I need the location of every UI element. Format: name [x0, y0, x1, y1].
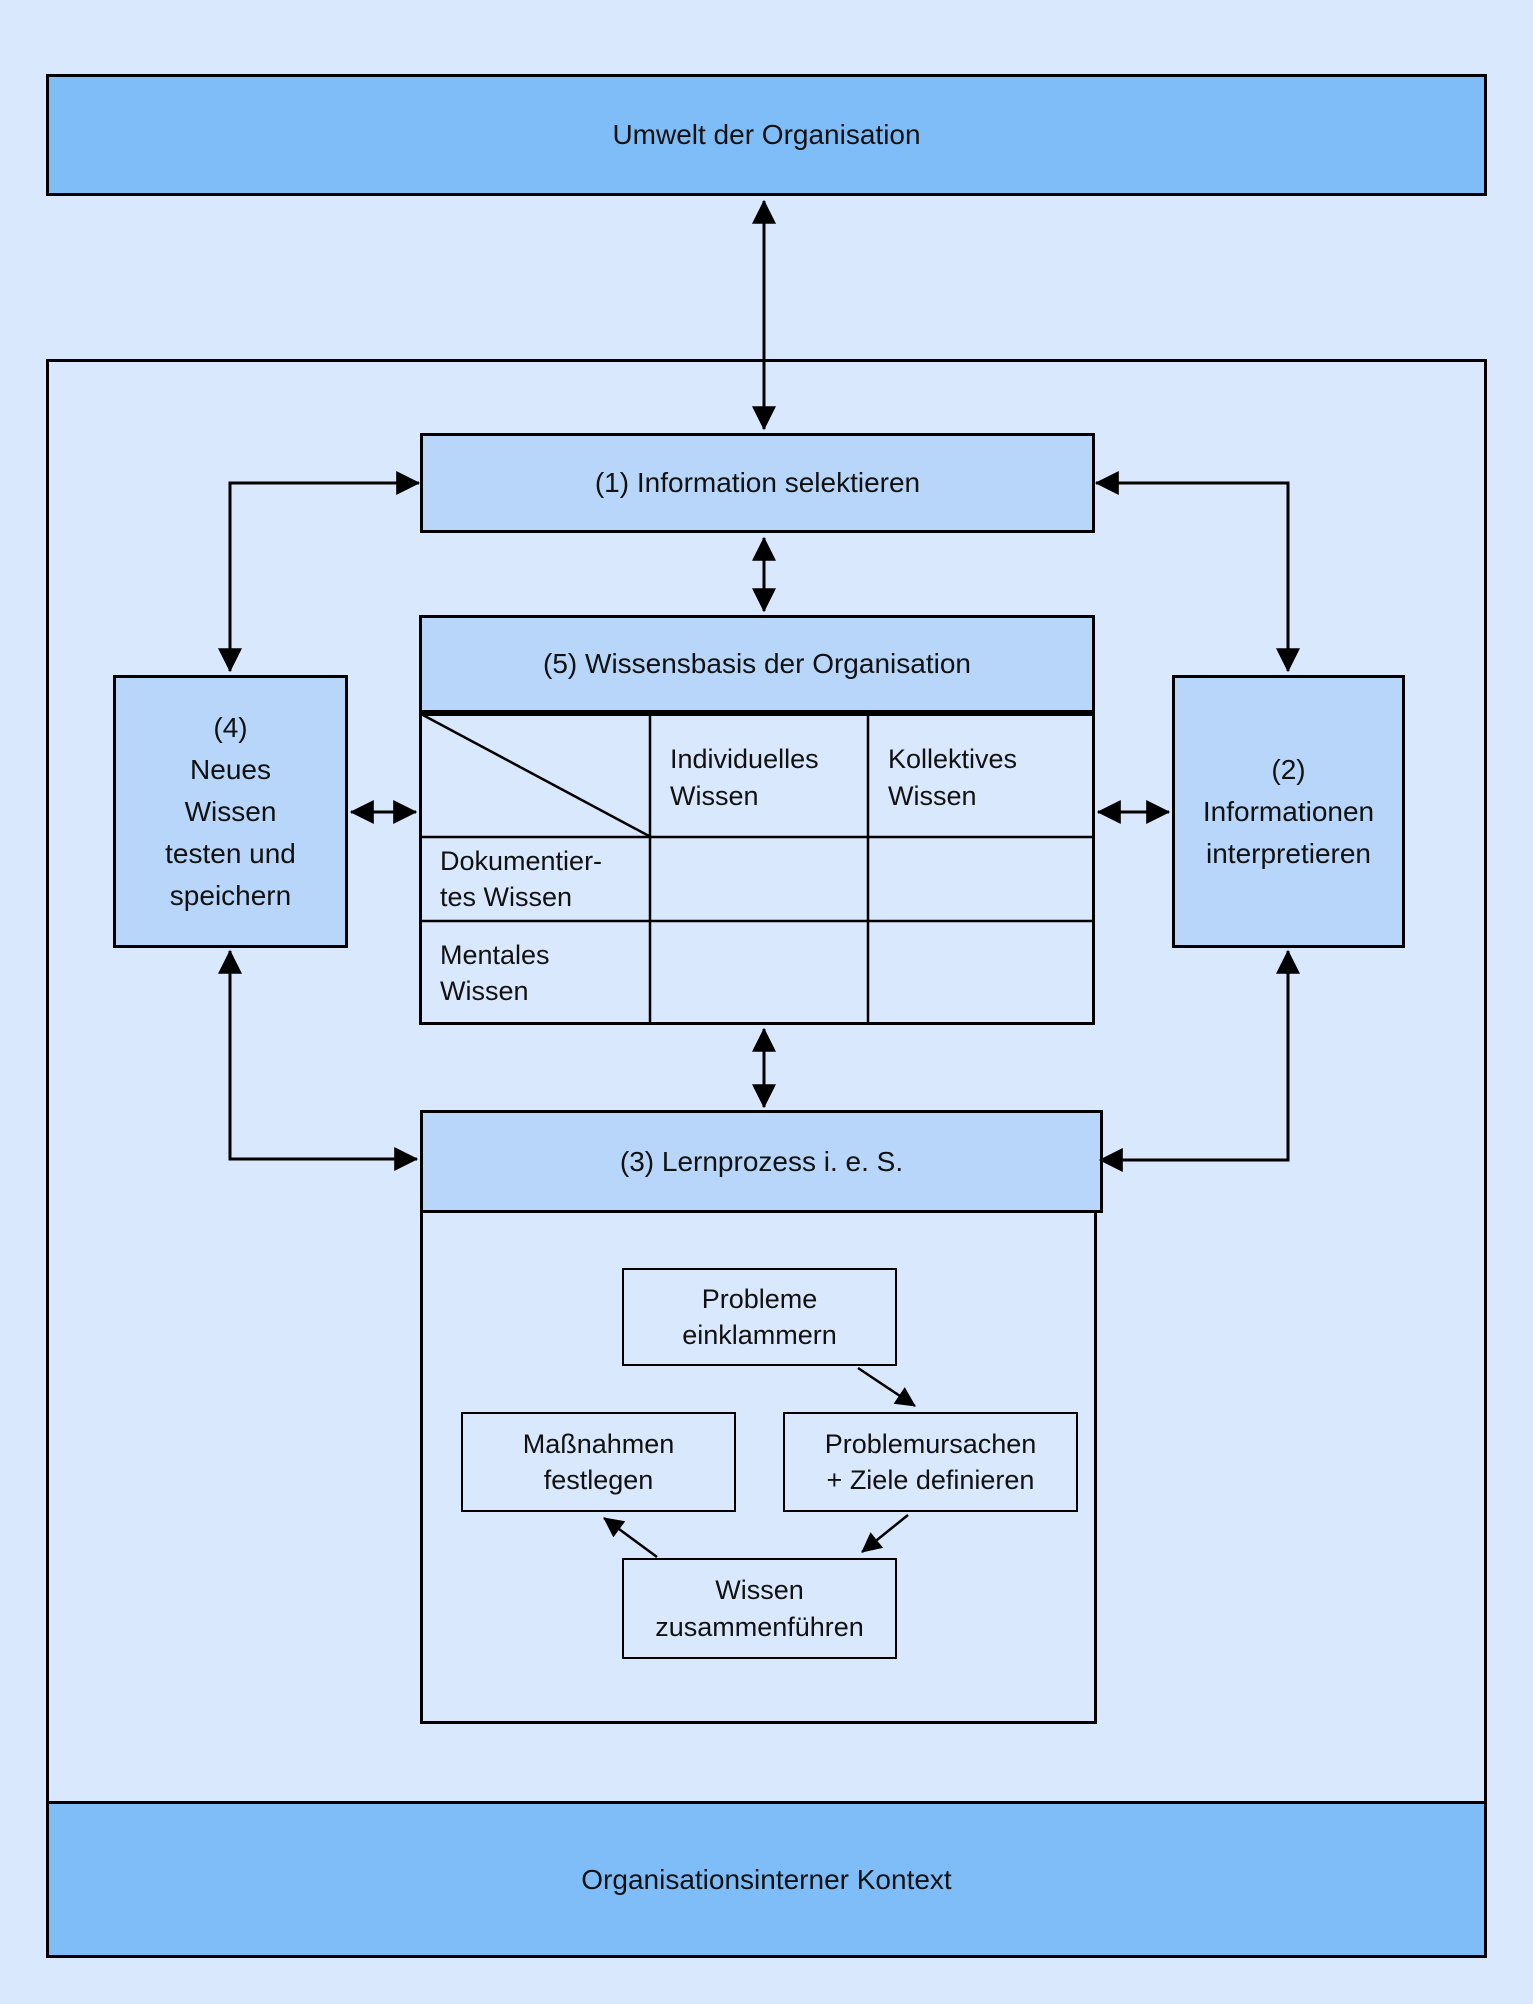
step-bracket-problems: Probleme einklammern	[622, 1268, 897, 1366]
table-col-header-collective: Kollektives Wissen	[888, 744, 1018, 811]
internal-context-bar: Organisationsinterner Kontext	[46, 1801, 1487, 1958]
interpret-information-box: (2) Informationen interpretieren	[1172, 675, 1405, 948]
table-row-header-documented: Dokumentier- tes Wissen	[440, 845, 603, 912]
interpret-information-label: (2) Informationen interpretieren	[1202, 753, 1375, 869]
step-merge-knowledge: Wissen zusammenführen	[622, 1558, 897, 1659]
knowledge-base-title: (5) Wissensbasis der Organisation	[543, 648, 971, 680]
table-row-header-mental: Mentales Wissen	[440, 939, 550, 1006]
test-store-knowledge-label: (4) Neues Wissen testen und speichern	[165, 711, 296, 911]
environment-label: Umwelt der Organisation	[612, 119, 921, 151]
step-define-measures: Maßnahmen festlegen	[461, 1412, 736, 1512]
learning-process-title: (3) Lernprozess i. e. S.	[619, 1145, 904, 1177]
table-col-header-individual: Individuelles Wissen	[670, 744, 819, 811]
knowledge-base-header: (5) Wissensbasis der Organisation	[419, 615, 1095, 713]
select-information-box: (1) Information selektieren	[420, 433, 1095, 533]
internal-context-label: Organisationsinterner Kontext	[581, 1863, 952, 1895]
test-store-knowledge-box: (4) Neues Wissen testen und speichern	[113, 675, 348, 948]
select-information-label: (1) Information selektieren	[594, 467, 921, 499]
environment-bar: Umwelt der Organisation	[46, 74, 1487, 196]
learning-process-header: (3) Lernprozess i. e. S.	[420, 1110, 1103, 1213]
step-define-causes-goals: Problemursachen + Ziele definieren	[783, 1412, 1078, 1512]
